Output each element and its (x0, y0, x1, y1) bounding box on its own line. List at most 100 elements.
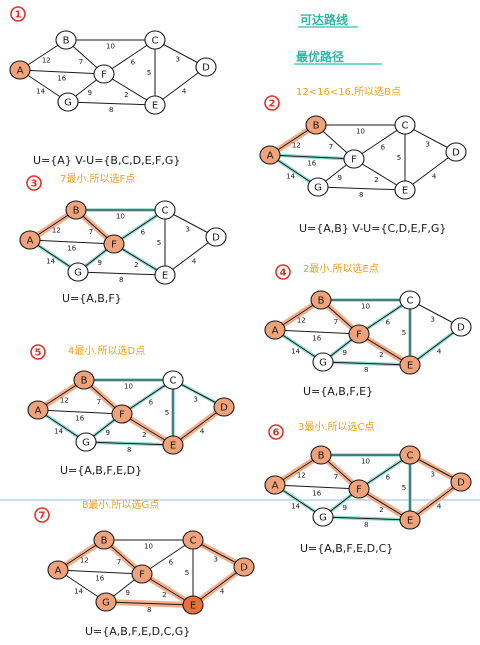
node-F (103, 234, 125, 254)
edge-weight: 6 (131, 58, 136, 66)
node-label: C (162, 206, 169, 217)
edge-GE (322, 361, 411, 366)
edge-weight: 9 (97, 259, 101, 267)
edge-weight: 4 (437, 347, 442, 355)
edge-weight: 12 (52, 227, 61, 235)
edge-weight: 12 (297, 317, 306, 325)
node-label: A (17, 66, 24, 77)
node-label: A (272, 326, 279, 337)
step-number-circle (26, 175, 42, 191)
node-C (182, 530, 204, 550)
edge-weight: 7 (89, 228, 93, 236)
edge-AF (269, 154, 355, 160)
node-G (67, 262, 89, 282)
node-label: B (318, 296, 325, 307)
node-G (95, 592, 117, 612)
edge-weight: 2 (134, 261, 138, 269)
node-label: D (452, 148, 460, 159)
edge-weight: 5 (402, 329, 406, 337)
node-G (307, 177, 329, 197)
node-label: D (202, 63, 210, 74)
edge-weight: 16 (312, 334, 321, 342)
edge-AF (57, 569, 143, 575)
edge-weight: 6 (141, 228, 146, 236)
step-number-circle (30, 344, 46, 360)
node-label: F (101, 70, 107, 81)
node-E (394, 180, 416, 200)
edge-weight: 14 (286, 172, 295, 180)
node-D (213, 397, 235, 417)
node-D (445, 142, 467, 162)
edge-weight: 9 (342, 504, 346, 512)
node-G (312, 507, 334, 527)
node-E (399, 510, 421, 530)
edge-weight: 14 (54, 427, 63, 435)
edge-weight: 6 (386, 318, 391, 326)
node-label: F (356, 330, 362, 341)
node-label: E (402, 186, 408, 197)
edge-weight: 5 (397, 154, 401, 162)
node-F (131, 564, 153, 584)
node-label: E (162, 271, 168, 282)
edge-weight: 9 (105, 429, 109, 437)
node-label: C (402, 121, 409, 132)
edge-weight: 4 (200, 427, 205, 435)
edge-weight: 5 (157, 239, 161, 247)
edge-weight: 3 (213, 555, 217, 563)
node-label: B (63, 36, 70, 47)
node-B (65, 200, 87, 220)
node-label: A (35, 406, 42, 417)
edge-weight: 2 (124, 91, 128, 99)
u-set-text: U={A,B} V-U={C,D,E,F,G} (299, 222, 446, 235)
node-label: G (102, 598, 110, 609)
edge-weight: 8 (109, 106, 113, 114)
node-C (399, 290, 421, 310)
node-D (205, 227, 227, 247)
node-F (348, 324, 370, 344)
node-label: F (356, 485, 362, 496)
edge-weight: 8 (364, 521, 368, 529)
edge-weight: 2 (379, 506, 383, 514)
step-number-circle (268, 424, 284, 440)
node-label: D (457, 478, 465, 489)
node-label: B (73, 206, 80, 217)
node-label: E (190, 601, 196, 612)
edge-weight: 6 (386, 473, 391, 481)
edge-GE (67, 101, 156, 106)
edge-weight: 16 (75, 414, 84, 422)
edge-weight: 2 (142, 431, 146, 439)
edge-ED (164, 236, 217, 276)
edge-weight: 6 (381, 143, 386, 151)
edge-weight: 8 (147, 606, 151, 614)
u-set-text: U={A,B,F,E,D} (60, 464, 142, 477)
step-number: 3 (31, 179, 38, 190)
edge-weight: 7 (117, 558, 121, 566)
node-label: C (170, 376, 177, 387)
edge-weight: 16 (312, 489, 321, 497)
u-set-text: U={A,B,F,E,D,C,G} (85, 625, 190, 638)
edge-ED (172, 406, 225, 446)
u-set-text: U={A,B,F,E} (303, 385, 373, 398)
edge-ED (409, 326, 462, 366)
node-label: C (407, 451, 414, 462)
node-B (93, 530, 115, 550)
node-label: B (313, 121, 320, 132)
node-G (57, 92, 79, 112)
node-label: G (319, 358, 327, 369)
node-label: E (170, 441, 176, 452)
node-label: E (407, 516, 413, 527)
node-D (195, 57, 217, 77)
node-label: F (351, 155, 357, 166)
node-label: C (190, 536, 197, 547)
edge-weight: 7 (97, 398, 101, 406)
edge-weight: 4 (220, 587, 225, 595)
node-A (9, 60, 31, 80)
edge-weight: 10 (361, 303, 370, 311)
node-E (399, 355, 421, 375)
edge-weight: 8 (119, 276, 123, 284)
